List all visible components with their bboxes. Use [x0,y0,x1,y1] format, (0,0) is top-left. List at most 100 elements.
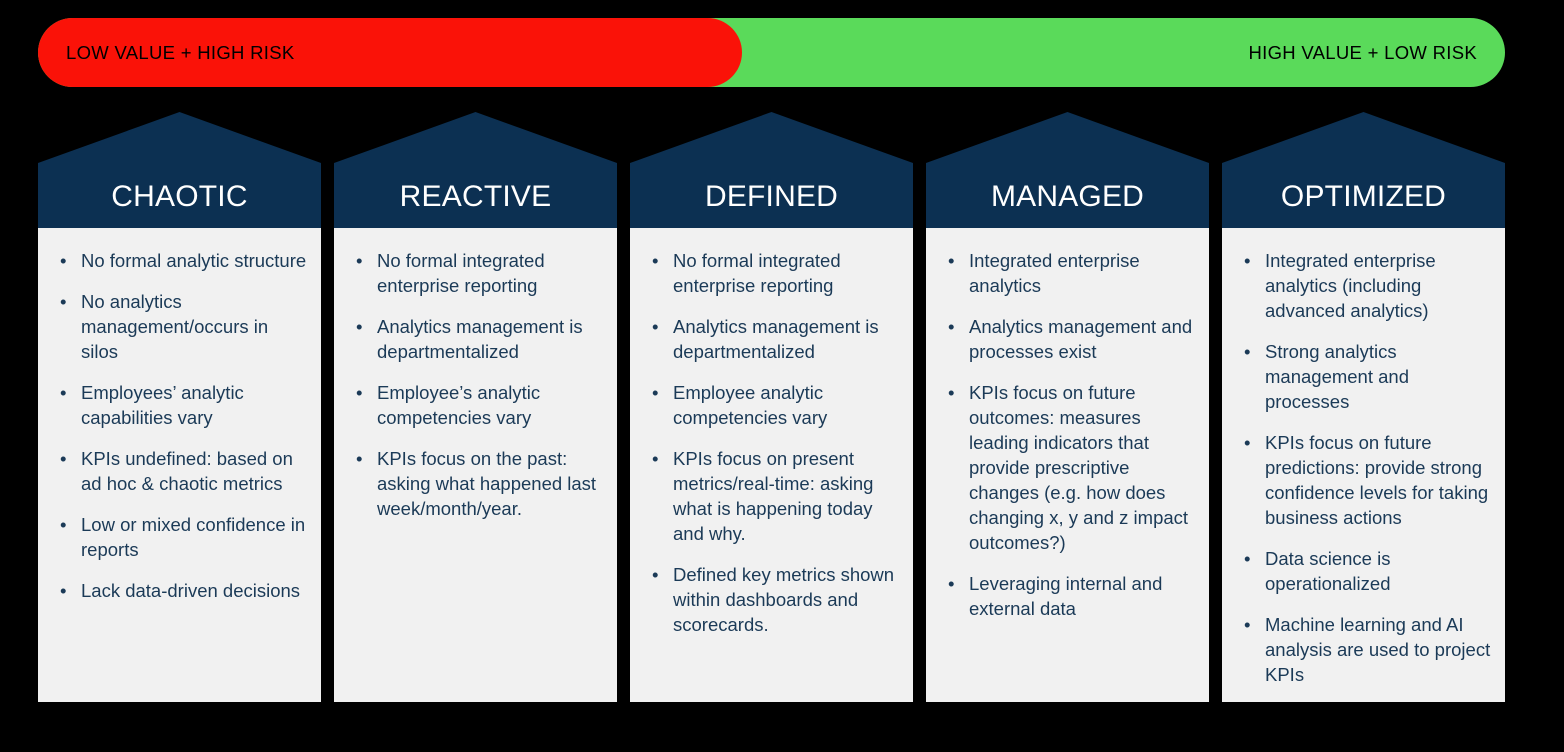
bullet-text: Defined key metrics shown within dashboa… [673,564,895,635]
list-item: • Strong analytics management and process… [1236,339,1491,414]
stage-bullet-list: • No formal integrated enterprise reporti… [644,248,899,637]
bullet-dot-icon: • [1244,250,1251,271]
list-item: • Integrated enterprise analytics [940,248,1195,298]
bullet-dot-icon: • [1244,341,1251,362]
bullet-text: Employee’s analytic competencies vary [377,382,541,428]
stage-column-defined: DEFINED • No formal integrated enterprise … [630,112,913,702]
list-item: • Lack data-driven decisions [52,578,307,603]
bullet-text: Analytics management is departmentalized [673,316,879,362]
bullet-text: KPIs focus on future outcomes: measures … [969,382,1189,553]
bullet-dot-icon: • [60,291,67,312]
stage-header-pentagon: DEFINED [630,112,913,228]
bullet-dot-icon: • [60,580,67,601]
list-item: • Leveraging internal and external data [940,571,1195,621]
bullet-dot-icon: • [356,382,363,403]
stage-column-managed: MANAGED•Integrated enterprise analytics•… [926,112,1209,702]
bullet-text: No formal integrated enterprise reportin… [377,250,545,296]
list-item: • KPIs focus on future outcomes: measures… [940,380,1195,555]
list-item: • Analytics management and processes exis… [940,314,1195,364]
bullet-text: Lack data-driven decisions [81,580,301,601]
bullet-text: Analytics management is departmentalized [377,316,583,362]
stage-header-pentagon: MANAGED [926,112,1209,228]
stage-title: MANAGED [990,180,1145,213]
bullet-dot-icon: • [948,250,955,271]
banner-high-value-low-risk-label: HIGH VALUE + LOW RISK [1248,41,1477,63]
banner-red-pill [38,18,742,87]
stage-bullet-list: • No formal analytic structure • No analyti… [52,248,307,603]
banner-low-value-high-risk-label: LOW VALUE + HIGH RISK [66,41,295,63]
list-item: • Low or mixed confidence in reports [52,512,307,562]
stage-body-panel: • No formal integrated enterprise reporti… [630,228,913,702]
stage-column-reactive: REACTIVE • No formal integrated enterprise… [334,112,617,702]
list-item: • Employees’ analytic capabilities vary [52,380,307,430]
stage-title: REACTIVE [399,180,552,213]
bullet-dot-icon: • [1244,548,1251,569]
stage-title: OPTIMIZED [1280,180,1447,213]
bullet-dot-icon: • [356,448,363,469]
bullet-dot-icon: • [948,573,955,594]
bullet-dot-icon: • [60,448,67,469]
bullet-dot-icon: • [948,316,955,337]
bullet-dot-icon: • [652,382,659,403]
list-item: • KPIs focus on future predictions: provi… [1236,430,1491,530]
value-risk-banner: LOW VALUE + HIGH RISK HIGH VALUE + LOW R… [38,18,1505,87]
bullet-dot-icon: • [652,448,659,469]
bullet-text: Analytics management and processes exist [969,316,1193,362]
list-item: • No analytics management/occurs in silos [52,289,307,364]
bullet-text: No formal integrated enterprise reportin… [673,250,841,296]
list-item: • No formal integrated enterprise reporti… [644,248,899,298]
stage-header-pentagon: CHAOTIC [38,112,321,228]
list-item: • KPIs focus on present metrics/real-time… [644,446,899,546]
bullet-text: Employee analytic competencies vary [673,382,828,428]
bullet-text: Strong analytics management and processe… [1265,341,1409,412]
list-item: • No formal analytic structure [52,248,307,273]
bullet-dot-icon: • [356,250,363,271]
bullet-text: Low or mixed confidence in reports [81,514,306,560]
stage-body-panel: • Integrated enterprise analytics (includ… [1222,228,1505,702]
bullet-text: KPIs focus on present metrics/real-time:… [673,448,874,544]
list-item: • Integrated enterprise analytics (includ… [1236,248,1491,323]
stage-column-chaotic: CHAOTIC • No formal analytic structure • No … [38,112,321,702]
stage-bullet-list: • Integrated enterprise analytics • Analyti… [940,248,1195,621]
bullet-dot-icon: • [60,382,67,403]
bullet-text: KPIs undefined: based on ad hoc & chaoti… [81,448,293,494]
stage-title: DEFINED [704,180,839,213]
list-item: • KPIs undefined: based on ad hoc & chaot… [52,446,307,496]
stage-bullet-list: • Integrated enterprise analytics (includ… [1236,248,1491,687]
list-item: • Employee analytic competencies vary [644,380,899,430]
bullet-dot-icon: • [948,382,955,403]
bullet-dot-icon: • [356,316,363,337]
stage-body-panel: • No formal integrated enterprise reporti… [334,228,617,702]
stage-bullet-list: • No formal integrated enterprise reporti… [348,248,603,521]
bullet-dot-icon: • [1244,432,1251,453]
bullet-text: Machine learning and AI analysis are use… [1265,614,1491,685]
list-item: • KPIs focus on the past: asking what hap… [348,446,603,521]
list-item: •Analytics management is departmentalize… [644,314,899,364]
maturity-stage-columns: CHAOTIC • No formal analytic structure • No … [38,112,1505,702]
bullet-text: Leveraging internal and external data [969,573,1163,619]
bullet-dot-icon: • [652,564,659,585]
bullet-text: Data science is operationalized [1265,548,1391,594]
bullet-text: Integrated enterprise analytics (includi… [1265,250,1436,321]
list-item: • Employee’s analytic competencies vary [348,380,603,430]
list-item: • Machine learning and AI analysis are us… [1236,612,1491,687]
bullet-dot-icon: • [1244,614,1251,635]
stage-body-panel: • Integrated enterprise analytics • Analyti… [926,228,1209,702]
list-item: • Data science is operationalized [1236,546,1491,596]
bullet-dot-icon: • [60,514,67,535]
stage-body-panel: • No formal analytic structure • No analyti… [38,228,321,702]
bullet-dot-icon: • [60,250,67,271]
bullet-text: No analytics management/occurs in silos [81,291,269,362]
stage-column-optimized: OPTIMIZED • Integrated enterprise analytic… [1222,112,1505,702]
list-item: • Analytics management is departmentalize… [348,314,603,364]
bullet-text: Integrated enterprise analytics [969,250,1140,296]
list-item: • No formal integrated enterprise reporti… [348,248,603,298]
stage-header-pentagon: REACTIVE [334,112,617,228]
bullet-text: KPIs focus on the past: asking what happ… [377,448,597,519]
bullet-text: Employees’ analytic capabilities vary [81,382,244,428]
bullet-dot-icon: • [652,250,659,271]
stage-header-pentagon: OPTIMIZED [1222,112,1505,228]
bullet-text: KPIs focus on future predictions: provid… [1265,432,1489,528]
list-item: • Defined key metrics shown within dashbo… [644,562,899,637]
bullet-text: No formal analytic structure [81,250,307,271]
